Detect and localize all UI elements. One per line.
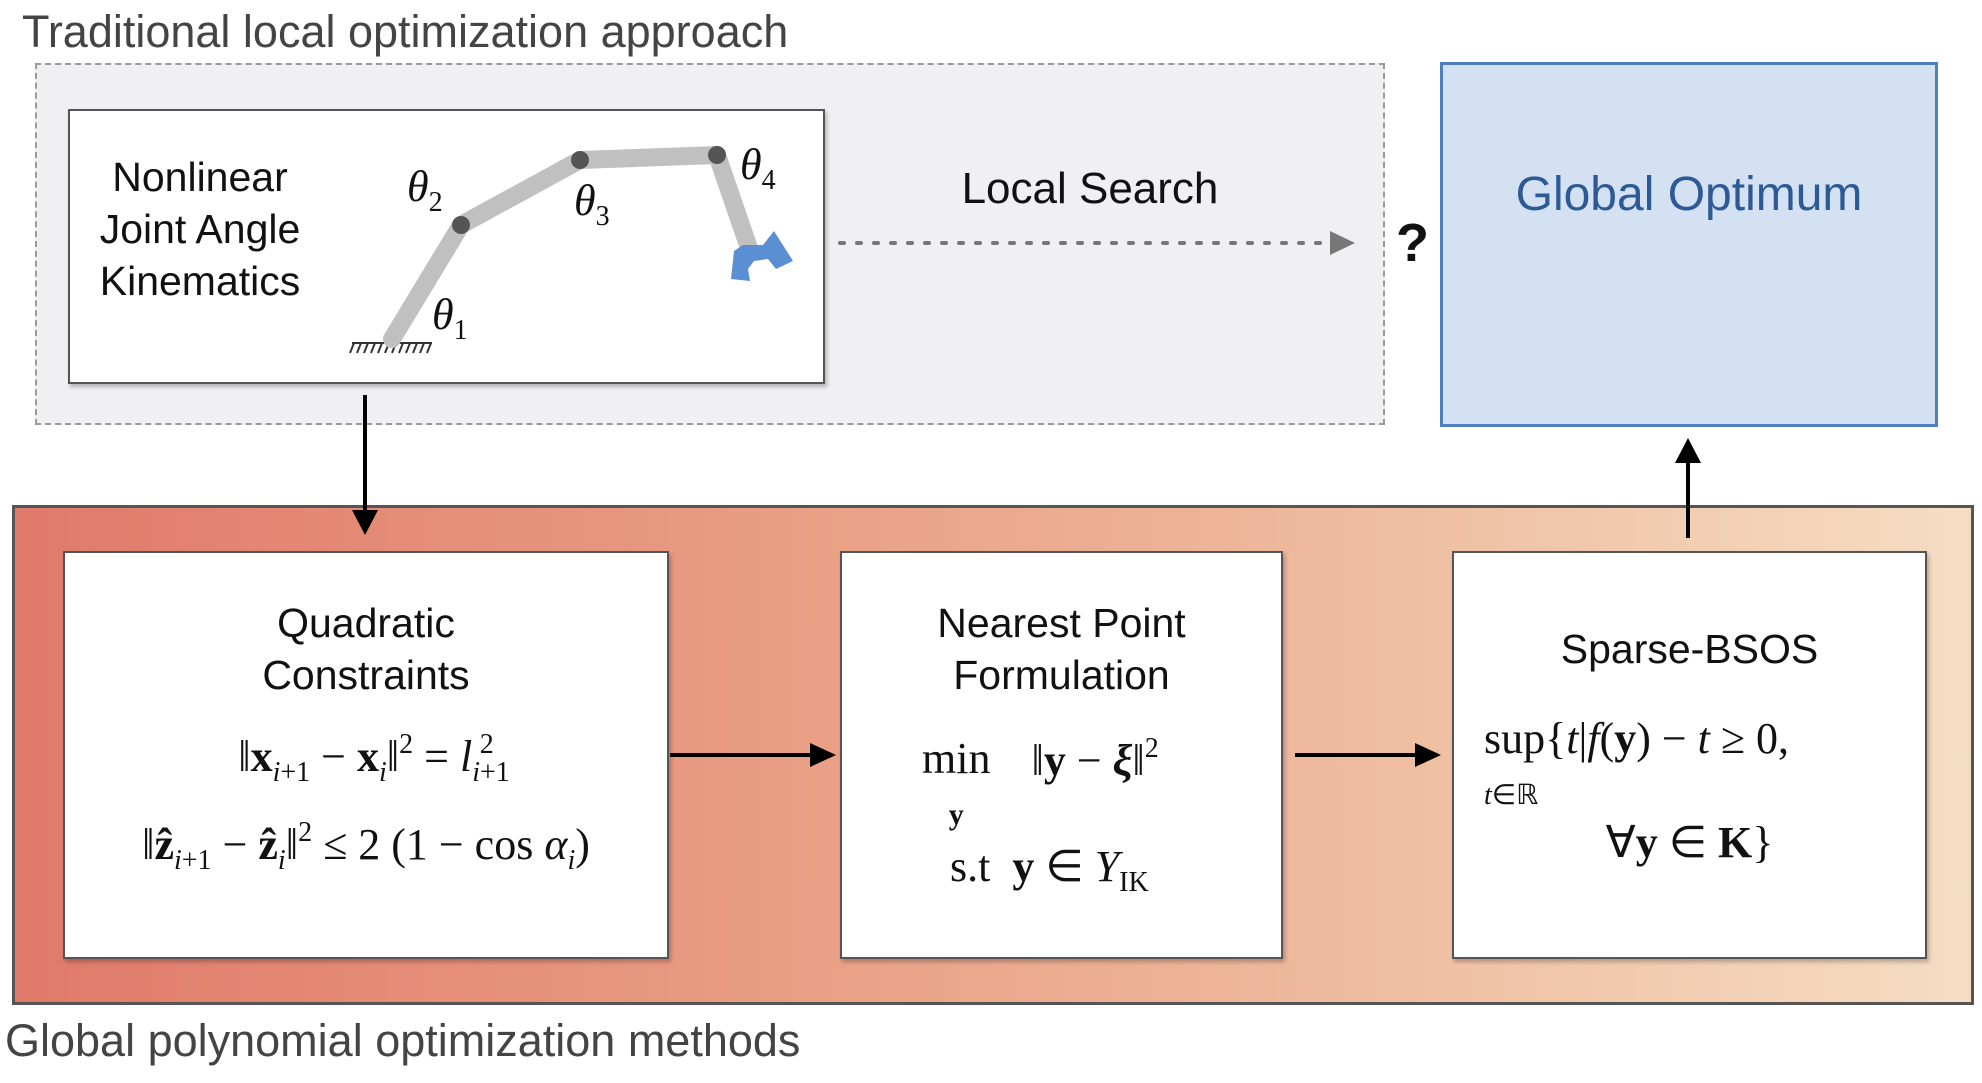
kinematics-label-line-3: Kinematics (99, 258, 301, 304)
quadratic-title-line-1: Quadratic (277, 600, 455, 646)
kinematics-label-line-1: Nonlinear (112, 154, 288, 200)
forall-equation: ∀y ∈ K} (1605, 818, 1774, 867)
arm-links (383, 146, 759, 348)
robot-arm-illustration (349, 146, 793, 354)
joint-3 (571, 151, 589, 169)
theta1-label: θ1 (432, 290, 468, 346)
angle-constraint-equation: ‖ẑi+1 − ẑi‖2 ≤ 2 (1 − cos αi) (142, 817, 590, 876)
arrow-1-to-2 (670, 743, 836, 767)
question-mark: ? (1396, 213, 1429, 273)
joint-4 (708, 146, 726, 164)
kinematics-label-line-2: Joint Angle (99, 206, 301, 252)
down-arrow (352, 395, 378, 535)
subject-to-equation: s.t y ∈ YIK (950, 842, 1149, 898)
arrow-2-to-3 (1295, 743, 1441, 767)
theta4-label: θ4 (740, 140, 776, 196)
theta2-label: θ2 (407, 162, 443, 218)
quadratic-constraints-title: Quadratic Constraints (65, 597, 667, 701)
theta3-label: θ3 (574, 176, 610, 232)
quadratic-title-line-2: Constraints (262, 652, 470, 698)
local-search-label: Local Search (961, 164, 1219, 213)
joint-2 (452, 216, 470, 234)
nearest-title-line-2: Formulation (953, 652, 1170, 698)
quadratic-constraints-box: Quadratic Constraints ‖xi+1 − xi‖2 = li+… (63, 551, 669, 959)
up-arrow (1675, 438, 1701, 538)
global-optimum-box: Global Optimum (1440, 62, 1938, 427)
nearest-point-title: Nearest Point Formulation (842, 597, 1281, 701)
global-section-title: Global polynomial optimization methods (5, 1015, 801, 1066)
gripper-icon (731, 231, 793, 281)
kinematics-box: Nonlinear Joint Angle Kinematics θ1 θ2 θ… (68, 109, 825, 384)
traditional-section-title: Traditional local optimization approach (22, 6, 789, 57)
sparse-bsos-title: Sparse-BSOS (1560, 626, 1819, 672)
kinematics-label: Nonlinear Joint Angle Kinematics (90, 151, 310, 307)
link-length-equation: ‖xi+1 − xi‖2 = li+12 (238, 729, 510, 788)
nearest-title-line-1: Nearest Point (937, 600, 1186, 646)
global-optimum-label: Global Optimum (1515, 168, 1863, 221)
local-search-arrow (838, 231, 1355, 255)
